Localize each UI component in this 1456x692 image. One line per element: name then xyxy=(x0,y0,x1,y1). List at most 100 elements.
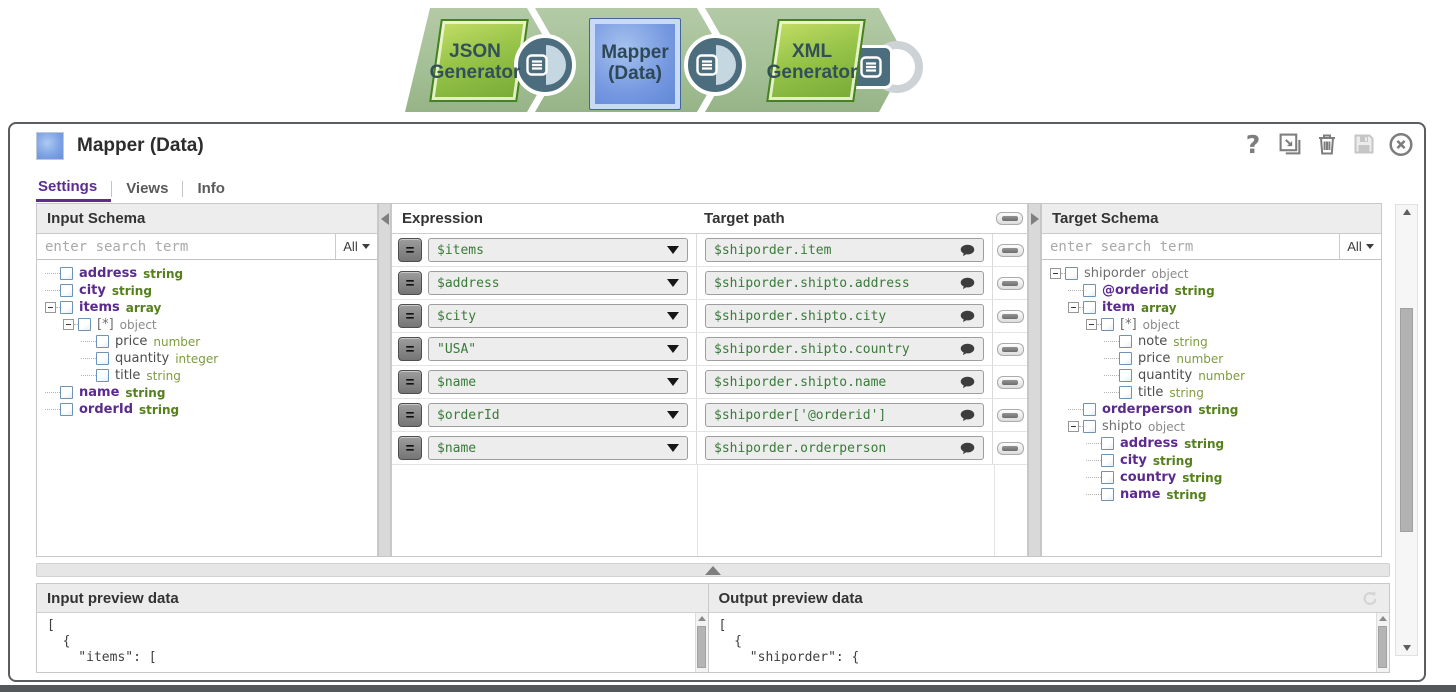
schema-node-checkbox[interactable] xyxy=(96,352,109,365)
dropdown-arrow-icon[interactable] xyxy=(667,345,680,353)
tree-expander-icon[interactable] xyxy=(1068,421,1079,432)
schema-node-checkbox[interactable] xyxy=(1119,335,1132,348)
schema-node-checkbox[interactable] xyxy=(60,284,73,297)
expression-field[interactable]: $orderId xyxy=(428,403,689,427)
remove-row-button[interactable] xyxy=(996,276,1024,290)
comment-bubble-icon[interactable] xyxy=(960,409,975,422)
comment-bubble-icon[interactable] xyxy=(960,343,975,356)
dropdown-arrow-icon[interactable] xyxy=(667,312,680,320)
tree-expander-icon[interactable] xyxy=(1050,268,1061,279)
target-schema-filter-dropdown[interactable]: All xyxy=(1339,234,1381,259)
remove-row-button[interactable] xyxy=(996,243,1024,257)
tab-settings[interactable]: Settings xyxy=(36,176,112,202)
schema-node-checkbox[interactable] xyxy=(60,267,73,280)
expression-field[interactable]: "USA" xyxy=(428,337,689,361)
dropdown-arrow-icon[interactable] xyxy=(667,246,680,254)
tree-expander-icon[interactable] xyxy=(1068,302,1079,313)
refresh-icon[interactable] xyxy=(1361,589,1379,607)
tab-info[interactable]: Info xyxy=(197,179,225,197)
output-preview-scrollbar[interactable] xyxy=(1376,613,1389,672)
schema-node-checkbox[interactable] xyxy=(1119,369,1132,382)
arrow-up-icon[interactable] xyxy=(1379,616,1387,621)
tree-expander-icon[interactable] xyxy=(45,302,56,313)
scrollbar-thumb[interactable] xyxy=(1400,308,1413,532)
expression-field[interactable]: $items xyxy=(428,238,689,262)
schema-node[interactable]: [*]object xyxy=(1042,316,1381,333)
schema-node-checkbox[interactable] xyxy=(1083,301,1096,314)
target-path-field[interactable]: $shiporder['@orderid'] xyxy=(705,403,985,427)
schema-node-checkbox[interactable] xyxy=(96,369,109,382)
input-panel-splitter[interactable] xyxy=(378,203,391,557)
expression-field[interactable]: $city xyxy=(428,304,689,328)
remove-row-button[interactable] xyxy=(996,375,1024,389)
arrow-up-icon[interactable] xyxy=(697,616,706,621)
input-schema-filter-dropdown[interactable]: All xyxy=(335,234,377,259)
remove-row-button[interactable] xyxy=(996,408,1024,422)
remove-row-button[interactable] xyxy=(996,441,1024,455)
target-schema-search-input[interactable] xyxy=(1042,234,1339,259)
tree-expander-icon[interactable] xyxy=(63,319,74,330)
collapse-right-icon[interactable] xyxy=(1031,213,1039,225)
target-path-field[interactable]: $shiporder.shipto.country xyxy=(705,337,985,361)
scroll-up-button[interactable] xyxy=(1396,205,1417,219)
expression-field[interactable]: $name xyxy=(428,436,689,460)
help-button[interactable]: ? xyxy=(1240,130,1266,159)
remove-all-rows-button[interactable] xyxy=(996,212,1024,225)
target-path-field[interactable]: $shiporder.shipto.name xyxy=(705,370,985,394)
schema-node-checkbox[interactable] xyxy=(1101,454,1114,467)
schema-node-checkbox[interactable] xyxy=(1119,386,1132,399)
target-path-field[interactable]: $shiporder.item xyxy=(705,238,985,262)
target-path-field[interactable]: $shiporder.orderperson xyxy=(705,436,985,460)
schema-node-checkbox[interactable] xyxy=(60,301,73,314)
comment-bubble-icon[interactable] xyxy=(960,376,975,389)
scrollbar-thumb[interactable] xyxy=(1378,626,1387,668)
close-button[interactable] xyxy=(1388,131,1414,157)
schema-node-checkbox[interactable] xyxy=(78,318,91,331)
snap-mapper-data[interactable] xyxy=(589,18,681,110)
comment-bubble-icon[interactable] xyxy=(960,310,975,323)
schema-node-checkbox[interactable] xyxy=(1083,403,1096,416)
expression-toggle-button[interactable]: = xyxy=(398,304,422,328)
remove-row-button[interactable] xyxy=(996,309,1024,323)
expression-toggle-button[interactable]: = xyxy=(398,436,422,460)
remove-row-button[interactable] xyxy=(996,342,1024,356)
schema-node-checkbox[interactable] xyxy=(1119,352,1132,365)
schema-node[interactable]: [*]object xyxy=(37,316,377,333)
comment-bubble-icon[interactable] xyxy=(960,442,975,455)
schema-node-checkbox[interactable] xyxy=(60,403,73,416)
schema-node-checkbox[interactable] xyxy=(1065,267,1078,280)
schema-node-checkbox[interactable] xyxy=(96,335,109,348)
target-path-field[interactable]: $shiporder.shipto.city xyxy=(705,304,985,328)
tree-expander-icon[interactable] xyxy=(1086,319,1097,330)
schema-node-checkbox[interactable] xyxy=(1083,284,1096,297)
expression-toggle-button[interactable]: = xyxy=(398,337,422,361)
schema-node-checkbox[interactable] xyxy=(1101,437,1114,450)
input-preview-scrollbar[interactable] xyxy=(694,613,708,672)
tab-views[interactable]: Views xyxy=(126,179,169,197)
dialog-scrollbar[interactable] xyxy=(1395,204,1418,656)
pipeline-connector-1[interactable] xyxy=(514,34,576,96)
dropdown-arrow-icon[interactable] xyxy=(667,411,680,419)
scrollbar-thumb[interactable] xyxy=(696,626,706,668)
input-schema-search-input[interactable] xyxy=(37,234,335,259)
schema-node-checkbox[interactable] xyxy=(1083,420,1096,433)
expression-toggle-button[interactable]: = xyxy=(398,238,422,262)
delete-snap-button[interactable] xyxy=(1314,131,1340,157)
target-panel-splitter[interactable] xyxy=(1028,203,1041,557)
schema-node-checkbox[interactable] xyxy=(60,386,73,399)
expression-toggle-button[interactable]: = xyxy=(398,403,422,427)
